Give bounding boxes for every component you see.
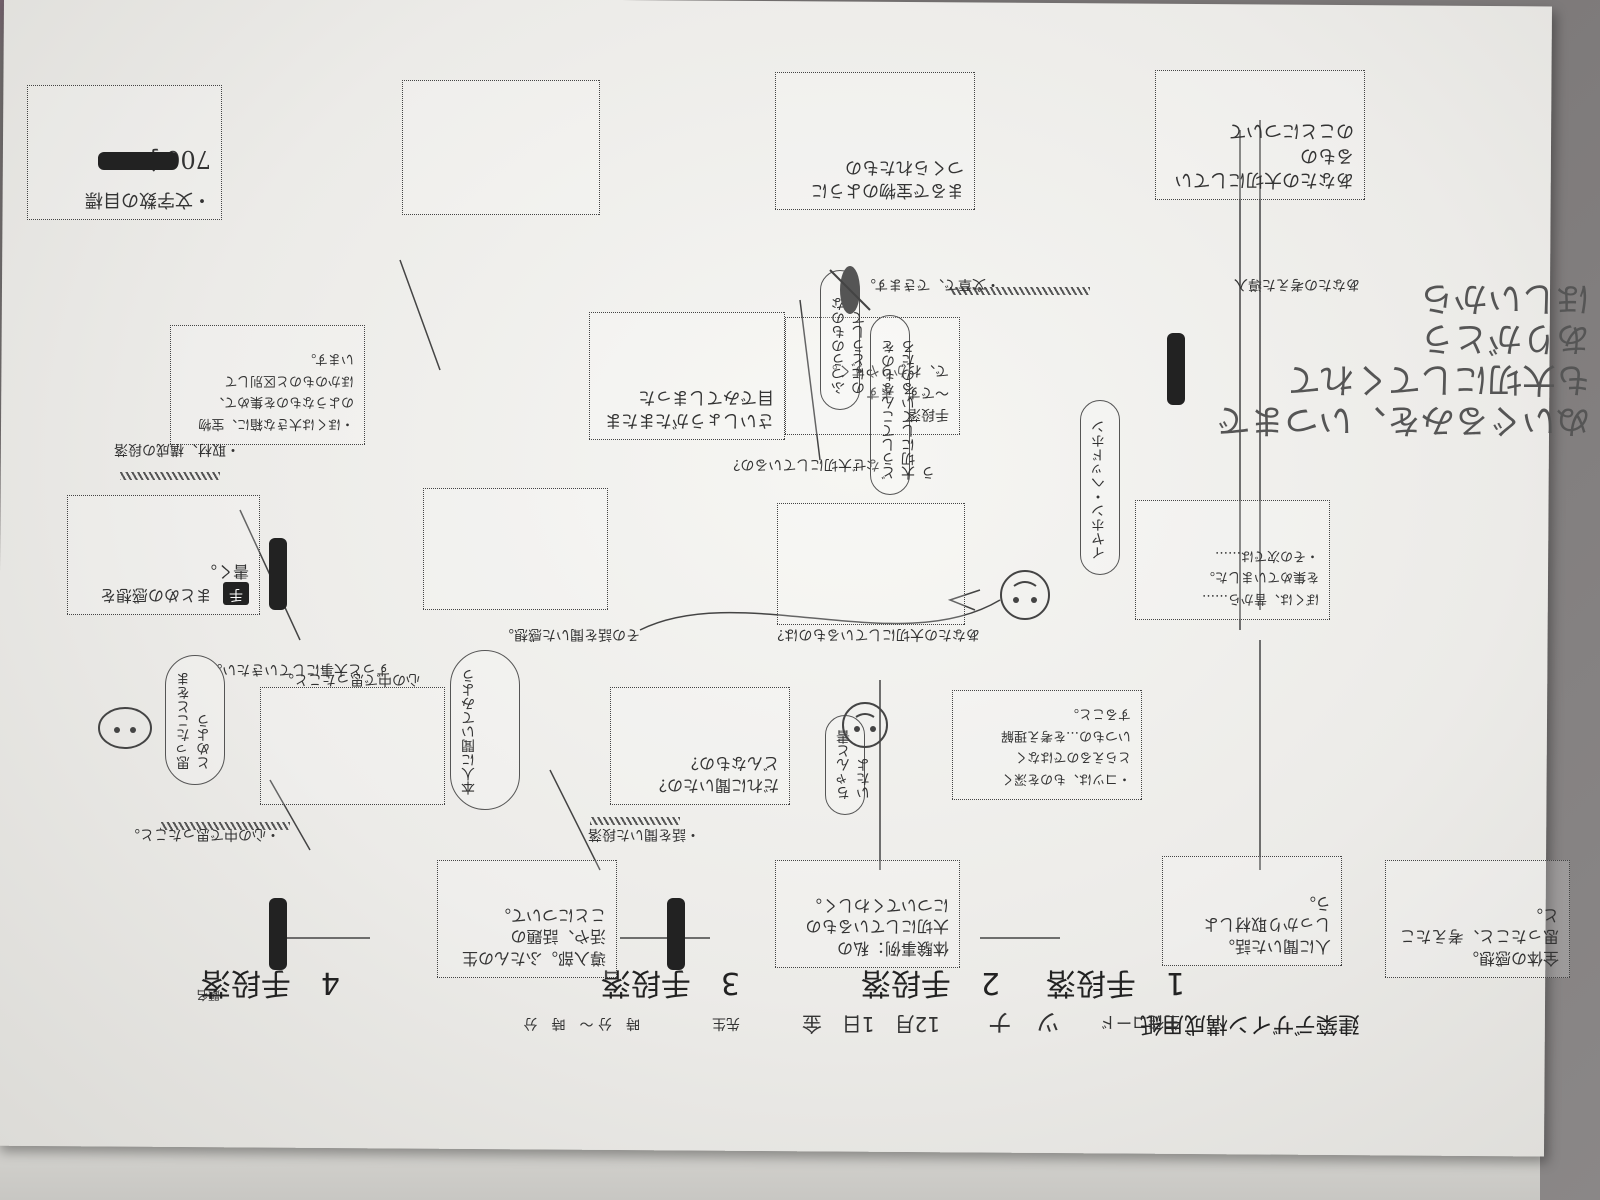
memo-4-box: ・ほくは大きな箱に、宝物 のようなものを集めて、 ほかのものと区別して います。 (170, 325, 365, 445)
question-4-box: だれに聞いたの？ どんなもの？ (610, 687, 790, 805)
question-4-text: だれに聞いたの？ どんなもの？ (650, 754, 779, 795)
middle-box-text: さいしょうがたまたま 目でみてしまった (605, 387, 774, 430)
hatch-mark (120, 472, 220, 480)
connector-line (269, 779, 311, 851)
cartoon-dog-icon (98, 707, 152, 749)
lead-box: まるで宝物のように つくられたもの (775, 72, 975, 210)
note-e: ・話を聞いた段落 (588, 826, 700, 842)
memo-5-box: 手 まとめの感想を 書く。 (67, 495, 260, 615)
marker-stamp (98, 152, 178, 170)
empty-box (423, 488, 608, 610)
conclusion-text: あなたの大切にしているもの のことについて (1174, 120, 1354, 190)
question-3-caption: その話を聞いた感想。 (500, 626, 640, 642)
top-empty-box (402, 80, 600, 215)
question-5-box (260, 687, 445, 805)
section-2-body: 体験事例：私の 大切にしているもの についてくわしく。 (805, 895, 949, 958)
cartoon-insect-icon (829, 266, 871, 314)
section-4-body: 全体の感想。 思ったこと、考えたこと。 (1399, 905, 1559, 968)
connector-line (549, 769, 601, 871)
note-d: ・心の中で思ったこと。 (126, 826, 280, 842)
side-note: ずっと大事にしていきたい。 (208, 661, 390, 677)
name-value: ツ ナ (988, 1008, 1060, 1036)
section-1-box: 導入部。ふたんの生活や、話題の ことについて。 (437, 860, 617, 978)
section-4-label: 4 手段落 (200, 965, 340, 1000)
memo-4-text: ・ほくは大きな箱に、宝物 のようなものを集めて、 ほかのものと区別して います。 (198, 351, 354, 431)
middle-box: さいしょうがたまたま 目でみてしまった (589, 312, 785, 440)
memo-2-text: ・コツは、ものを深く とらえるのではなく いつもの…を考え理解 すること。 (1000, 706, 1131, 786)
arrow-head-icon (947, 589, 981, 611)
section-2-label: 2 手段落 (860, 965, 1000, 1000)
teacher-label: 先生 (712, 1015, 740, 1031)
speech-bubble: イヤホン・ヘッドホン (1080, 400, 1120, 575)
section-3-label: 3 手段落 (600, 965, 740, 1000)
section-2-box: 体験事例：私の 大切にしているもの についてくわしく。 (775, 860, 960, 968)
question-1-caption: なぜ大切にしているの？ (726, 456, 880, 472)
tag-badge: 手 (223, 582, 249, 605)
date-text: 12月 1日 金 (801, 1012, 940, 1036)
section-3-body: 人に聞いた話。 しっかり取材しよう。 (1202, 893, 1331, 956)
memo-2-box: ・コツは、ものを深く とらえるのではなく いつもの…を考え理解 すること。 (952, 690, 1142, 800)
marker-stamp (1167, 333, 1185, 405)
section-1-body: 導入部。ふたんの生活や、話題の ことについて。 (461, 905, 606, 968)
speech-bubble: 本人に聞いてみよう (450, 650, 520, 810)
section-1-label: 1 手段落 (1045, 965, 1185, 1000)
margin-handwritten-note: ぬいぐるみを、いつまで も大切にしてくれて ありがとう ほしいから (1216, 277, 1590, 440)
marker-stamp (269, 538, 287, 610)
char-target-label: ・文字数の目標 (85, 189, 211, 210)
marker-stamp (667, 898, 685, 970)
student-code-label: 生徒コード (1099, 1013, 1180, 1032)
connector-line (399, 259, 441, 371)
time-text: 時 分 〜 時 分 (523, 1015, 640, 1031)
memo-1-box: ぼくは、昔から…… を集めていました。 ・その次では…… (1135, 500, 1330, 620)
connector-line (799, 299, 821, 461)
note-b: ・文章で、できます。 (861, 276, 1000, 292)
section-4-box: 全体の感想。 思ったこと、考えたこと。 (1385, 860, 1570, 978)
center-empty-box (777, 503, 965, 625)
cartoon-character-icon (1000, 570, 1050, 620)
note-c: ・取材、構成の段落 (114, 441, 240, 457)
marker-stamp (269, 898, 287, 970)
cartoon-character-icon (842, 702, 888, 748)
hatch-mark (590, 817, 680, 825)
question-2-caption: あなたの大切にしているものは？ (770, 626, 980, 642)
speech-bubble: どうしてこんなものを大切にしているのだろう (870, 315, 937, 495)
section-3-box: 人に聞いた話。 しっかり取材しよう。 (1162, 856, 1342, 966)
memo-1-text: ぼくは、昔から…… を集めていました。 ・その次では…… (1201, 547, 1319, 606)
connector-curve (639, 599, 1001, 631)
conclusion-box: あなたの大切にしているもの のことについて (1155, 70, 1365, 200)
speech-bubble: 思ったことをまとめよう (165, 655, 225, 785)
lead-box-text: まるで宝物のように つくられたもの (811, 157, 964, 200)
